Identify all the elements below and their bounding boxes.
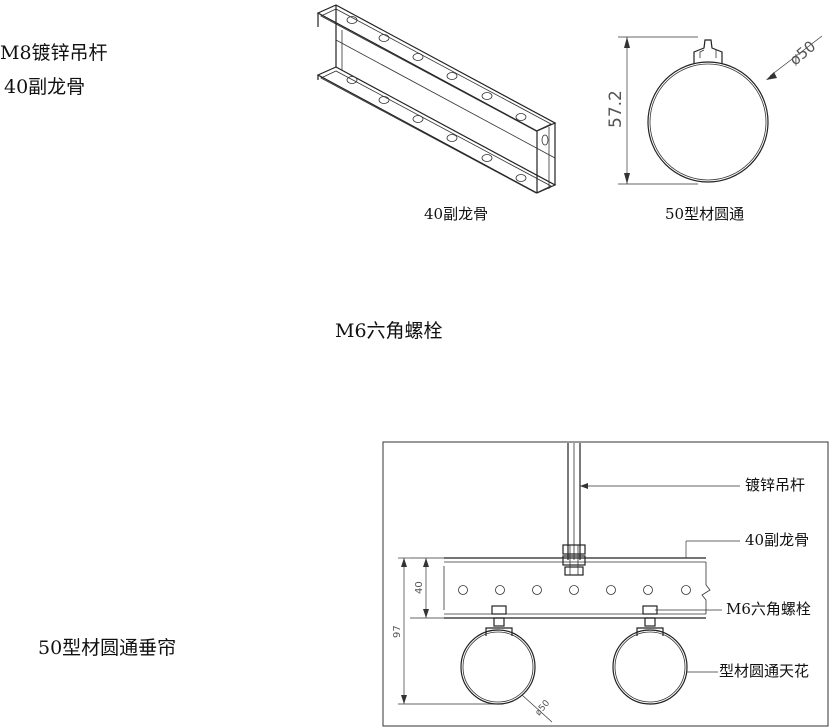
label-curtain: 50型材圆通垂帘 (38, 637, 177, 659)
dim-diameter: ø50 (534, 698, 553, 718)
tube-section: 57.2 ø50 (606, 35, 823, 185)
keel-isometric (316, 4, 557, 194)
callout-tube: 型材圆通天花 (719, 662, 810, 680)
label-sub-keel: 40副龙骨 (4, 76, 86, 98)
caption-tube: 50型材圆通 (665, 205, 745, 223)
callout-keel: 40副龙骨 (745, 531, 810, 549)
assembly-detail: 40 97 ø50 (382, 441, 829, 727)
label-hanger-rod: M8镀锌吊杆 (0, 42, 108, 64)
label-bolt: M6六角螺栓 (335, 320, 443, 342)
dim-97: 97 (392, 625, 403, 638)
tube-height-dim: 57.2 (606, 90, 626, 128)
callout-rod: 镀锌吊杆 (745, 476, 806, 494)
callout-bolt: M6六角螺栓 (726, 600, 811, 618)
dim-40: 40 (414, 581, 425, 594)
caption-keel: 40副龙骨 (424, 205, 489, 223)
